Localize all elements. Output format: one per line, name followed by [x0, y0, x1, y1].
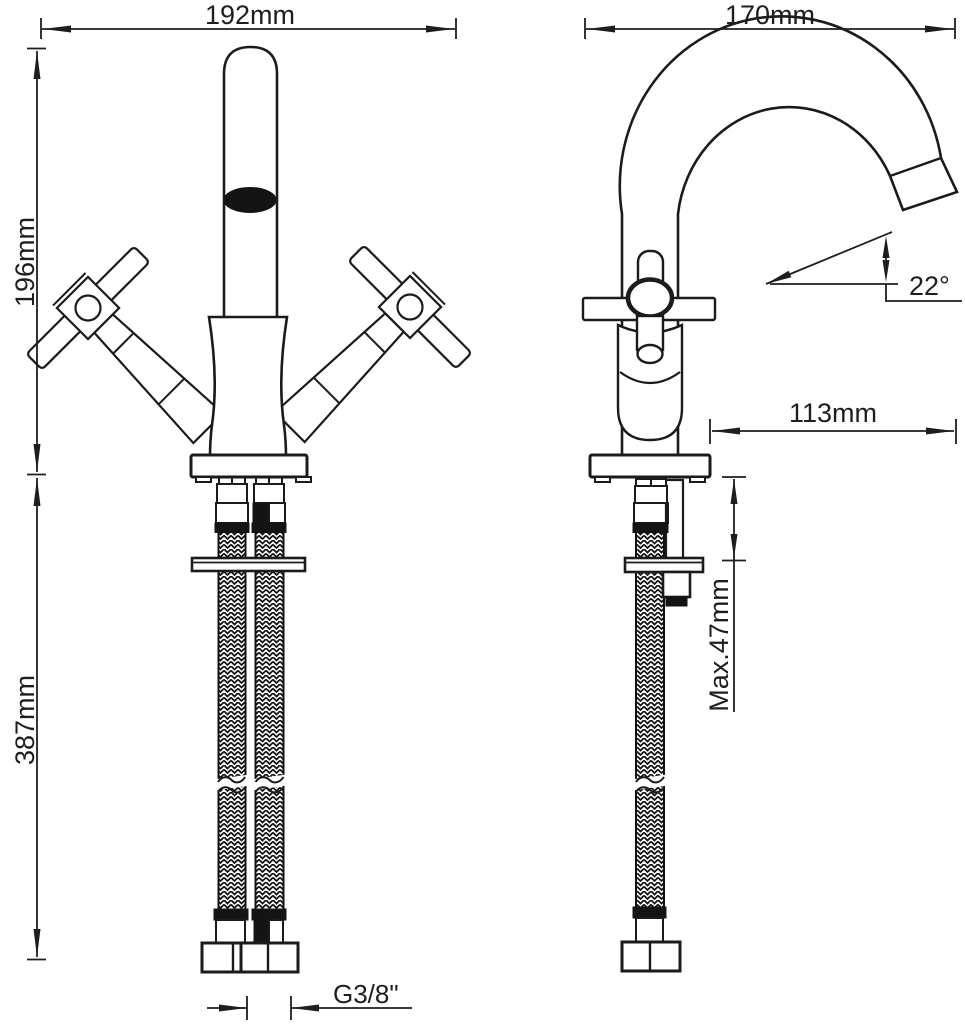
- side-stud-nut: [661, 570, 692, 599]
- dim-side-width-label: 170mm: [725, 0, 815, 30]
- dim-max-deck-thickness: Max.47mm: [704, 476, 746, 712]
- front-right-nut: [239, 941, 300, 974]
- dim-side-width: 170mm: [584, 0, 956, 39]
- dim-hose-length: 387mm: [10, 478, 46, 961]
- front-hose-connectors: [214, 476, 287, 533]
- front-base-plate: [189, 453, 309, 479]
- front-spout-tube: [222, 45, 279, 320]
- front-left-handle-stem: [92, 312, 225, 445]
- front-view: [27, 45, 471, 974]
- front-right-handle-screw: [396, 293, 424, 321]
- front-hose-left: [217, 531, 247, 912]
- front-left-nut: [200, 941, 243, 974]
- side-handle-knob: [625, 277, 675, 319]
- dim-spout-angle: 22°: [765, 231, 962, 302]
- front-mounting-plate: [190, 556, 307, 573]
- front-right-handle: [273, 246, 471, 444]
- front-hose-end-fittings: [200, 908, 300, 974]
- dim-body-height-label: 196mm: [10, 217, 40, 307]
- dim-front-width: 192mm: [40, 0, 457, 39]
- dim-max-deck-thickness-label: Max.47mm: [704, 578, 734, 712]
- side-hose-connector: [632, 478, 669, 533]
- front-left-handle-screw: [74, 294, 102, 322]
- dim-body-height: 196mm: [10, 47, 46, 476]
- side-spout: [618, 14, 959, 458]
- side-hose: [627, 531, 672, 910]
- dim-front-width-label: 192mm: [205, 0, 295, 30]
- dim-spout-reach-label: 113mm: [789, 398, 877, 428]
- side-base-plate: [588, 453, 712, 479]
- dim-spout-reach: 113mm: [709, 398, 957, 444]
- front-body: [207, 315, 289, 459]
- front-left-handle: [27, 247, 225, 445]
- side-view: [581, 14, 959, 973]
- side-mounting-stud: [664, 478, 685, 572]
- dimensions: 192mm 170mm 196mm 387mm: [10, 0, 962, 1020]
- front-spout-ring: [223, 187, 277, 213]
- dim-spout-angle-label: 22°: [909, 271, 950, 301]
- dim-hose-length-label: 387mm: [10, 675, 40, 765]
- front-hoses: [210, 531, 292, 912]
- dim-connection-thread: G3/8": [207, 979, 412, 1020]
- side-aerator-cut-line: [889, 156, 942, 178]
- front-right-handle-stem: [273, 311, 406, 444]
- side-mounting-plate: [623, 556, 705, 574]
- front-hose-right: [254, 531, 285, 912]
- dim-connection-thread-label: G3/8": [333, 979, 399, 1009]
- side-hose-end-fitting: [620, 906, 682, 973]
